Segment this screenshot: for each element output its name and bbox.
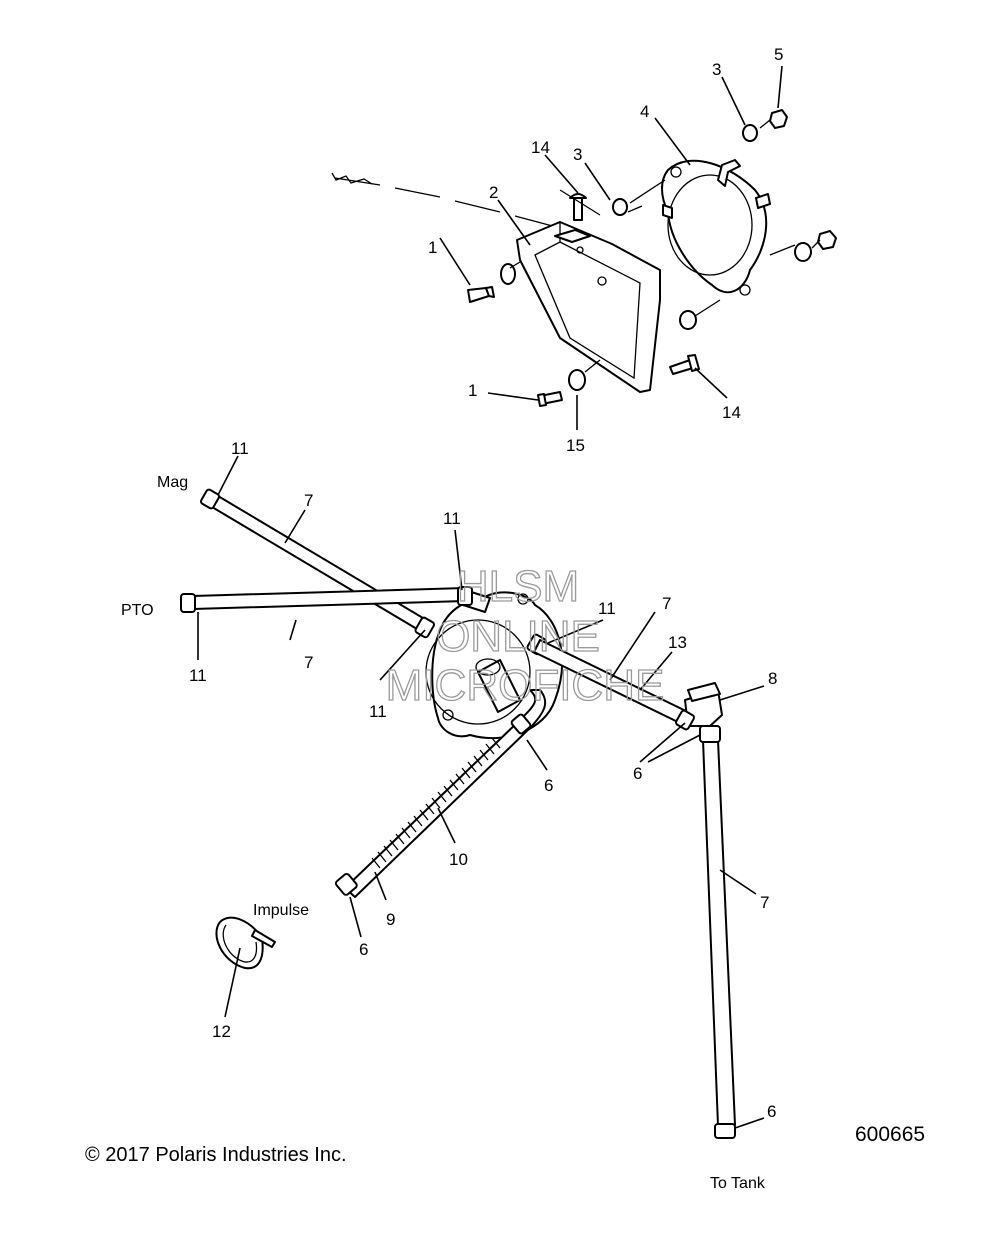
callout-6-pump: 6 <box>544 776 553 795</box>
callout-7-tank: 7 <box>760 893 769 912</box>
callout-4: 4 <box>640 102 649 121</box>
callout-11-pto: 11 <box>189 666 207 685</box>
callout-numbers: 1 2 14 3 4 3 5 1 15 14 11 7 11 11 7 11 1… <box>189 45 783 1121</box>
callout-14-top: 14 <box>531 138 550 157</box>
callout-11-top: 11 <box>443 509 461 528</box>
callout-leaders-upper <box>439 65 783 430</box>
watermark-line3: MICROFICHE <box>386 661 665 710</box>
bolt-1b <box>537 391 563 407</box>
callout-3-top: 3 <box>712 60 721 79</box>
hose-to-tank <box>702 739 736 1127</box>
clamp-11-top <box>457 586 473 606</box>
label-to-tank: To Tank <box>710 1175 766 1192</box>
port-labels: Mag PTO Impulse To Tank <box>121 474 766 1192</box>
callout-7-right: 7 <box>662 594 671 613</box>
spring-guard-10 <box>371 737 501 869</box>
washer-15 <box>568 369 586 391</box>
callout-2: 2 <box>489 183 498 202</box>
nut-5-top <box>769 109 788 129</box>
clamp-6-top <box>699 725 721 743</box>
callout-3-mid: 3 <box>573 145 582 164</box>
watermark-line1: HLSM <box>457 562 579 611</box>
callout-6-tank: 6 <box>767 1102 776 1121</box>
callout-11-right: 11 <box>598 599 616 618</box>
washer-upper-left <box>500 263 516 285</box>
clamp-11-pto <box>180 593 196 613</box>
callout-14-right: 14 <box>722 403 741 422</box>
callout-9: 9 <box>386 910 395 929</box>
hose-mag <box>206 492 429 633</box>
watermark: HLSM ONLINE MICROFICHE <box>385 561 665 710</box>
fuel-pump-body <box>661 159 768 294</box>
hose-clamp-12 <box>215 916 276 970</box>
callout-leaders-lower <box>197 455 765 1129</box>
callout-8: 8 <box>768 669 777 688</box>
bolt-1a <box>467 286 495 303</box>
figure-number: 600665 <box>855 1123 925 1146</box>
callout-15: 15 <box>566 436 585 455</box>
clamp-6-pump <box>510 713 532 735</box>
callout-11-mid: 11 <box>369 702 387 721</box>
washer-3-top <box>742 124 758 142</box>
callout-13: 13 <box>668 633 687 652</box>
callout-6-impulse: 6 <box>359 940 368 959</box>
label-impulse: Impulse <box>253 902 309 919</box>
callout-12: 12 <box>212 1022 231 1041</box>
washer-3-mid <box>612 198 628 216</box>
clamp-11-mag <box>200 488 220 510</box>
callout-1-upper: 1 <box>428 238 437 257</box>
callout-11-mag: 11 <box>231 439 249 458</box>
copyright-notice: © 2017 Polaris Industries Inc. <box>85 1144 347 1166</box>
callout-6-tee: 6 <box>633 764 642 783</box>
watermark-line2: ONLINE <box>436 612 600 661</box>
mounting-bracket <box>516 221 661 393</box>
nut-right <box>817 230 837 250</box>
clamp-6-impulse <box>334 872 358 896</box>
callout-7-mag: 7 <box>304 491 313 510</box>
washer-right <box>794 242 812 262</box>
callout-10: 10 <box>449 850 468 869</box>
hose-pto <box>192 587 466 610</box>
label-mag: Mag <box>157 474 188 491</box>
bolt-14-right <box>669 354 700 375</box>
label-pto: PTO <box>121 602 154 619</box>
bracket-assembly <box>331 109 837 407</box>
callout-7-pto: 7 <box>304 653 313 672</box>
callout-1-lower: 1 <box>468 381 477 400</box>
callout-5: 5 <box>774 45 783 64</box>
washer-lower <box>679 310 697 330</box>
clamp-6-bottom <box>714 1123 736 1139</box>
